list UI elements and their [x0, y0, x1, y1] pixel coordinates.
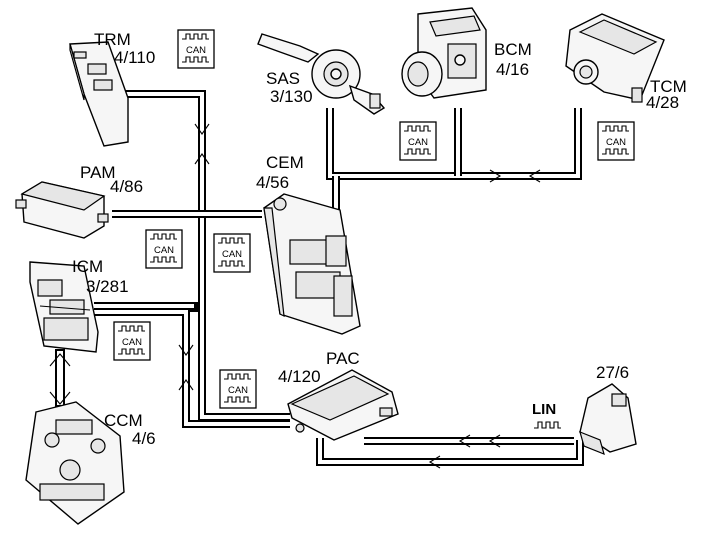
can-label: CAN — [154, 245, 174, 256]
can-label: CAN — [408, 137, 428, 148]
ccm-name-label: CCM — [104, 411, 143, 430]
pam-name-label: PAM — [80, 163, 116, 182]
arrow-up-down-marker — [194, 123, 210, 165]
trm-module-drawing — [69, 41, 129, 147]
bcm-module-drawing — [401, 7, 487, 99]
can-badge-pac: CAN — [219, 369, 257, 409]
can-badge-sas-bcm: CAN — [399, 121, 437, 161]
can-bus-lines — [94, 90, 584, 466]
bcm-code-label: 4/16 — [496, 60, 529, 79]
tcm-code-label: 4/28 — [646, 93, 679, 112]
can-badge-trm: CAN — [177, 29, 215, 69]
can-label: CAN — [186, 45, 206, 56]
pac-name-label: PAC — [326, 349, 360, 368]
sas-module-drawing — [257, 33, 386, 115]
can-label: CAN — [606, 137, 626, 148]
pam-module-drawing — [15, 181, 109, 239]
trm-name-label: TRM — [94, 30, 131, 49]
icm-name-label: ICM — [72, 257, 103, 276]
arrow-left-marker — [458, 434, 501, 448]
lin-label: LIN — [532, 401, 556, 418]
cem-module-drawing — [263, 193, 361, 335]
cem-code-label: 4/56 — [256, 173, 289, 192]
can-badge-pam: CAN — [145, 229, 183, 269]
can-badge-cem: CAN — [213, 233, 251, 273]
can-label: CAN — [122, 337, 142, 348]
ccm-code-label: 4/6 — [132, 429, 156, 448]
can-label: CAN — [222, 249, 242, 260]
pam-code-label: 4/86 — [110, 177, 143, 196]
cem-name-label: CEM — [266, 153, 304, 172]
can-badge-tcm: CAN — [597, 121, 635, 161]
icm-module-drawing — [29, 261, 99, 353]
arrow-up-down-marker — [49, 353, 71, 405]
icm-code-label: 3/281 — [86, 277, 129, 296]
ccm-module-drawing — [25, 401, 125, 525]
tcm-module-drawing — [565, 13, 665, 103]
sas-name-label: SAS — [266, 69, 300, 88]
bcm-name-label: BCM — [494, 40, 532, 59]
sensor-27-6-drawing — [579, 383, 637, 456]
pac-module-drawing — [287, 369, 399, 441]
sas-code-label: 3/130 — [270, 87, 313, 106]
lin-badge: LIN — [532, 401, 561, 429]
trm-code-label: 4/110 — [114, 48, 155, 67]
sensor-code-label: 27/6 — [596, 363, 629, 382]
arrow-up-down-marker — [178, 344, 194, 391]
can-label: CAN — [228, 385, 248, 396]
pac-code-label: 4/120 — [278, 367, 321, 386]
arrow-left-right-marker — [489, 169, 541, 183]
arrow-left-marker — [428, 455, 441, 469]
can-badge-icm: CAN — [113, 321, 151, 361]
tcm-name-label: TCM — [650, 77, 687, 96]
